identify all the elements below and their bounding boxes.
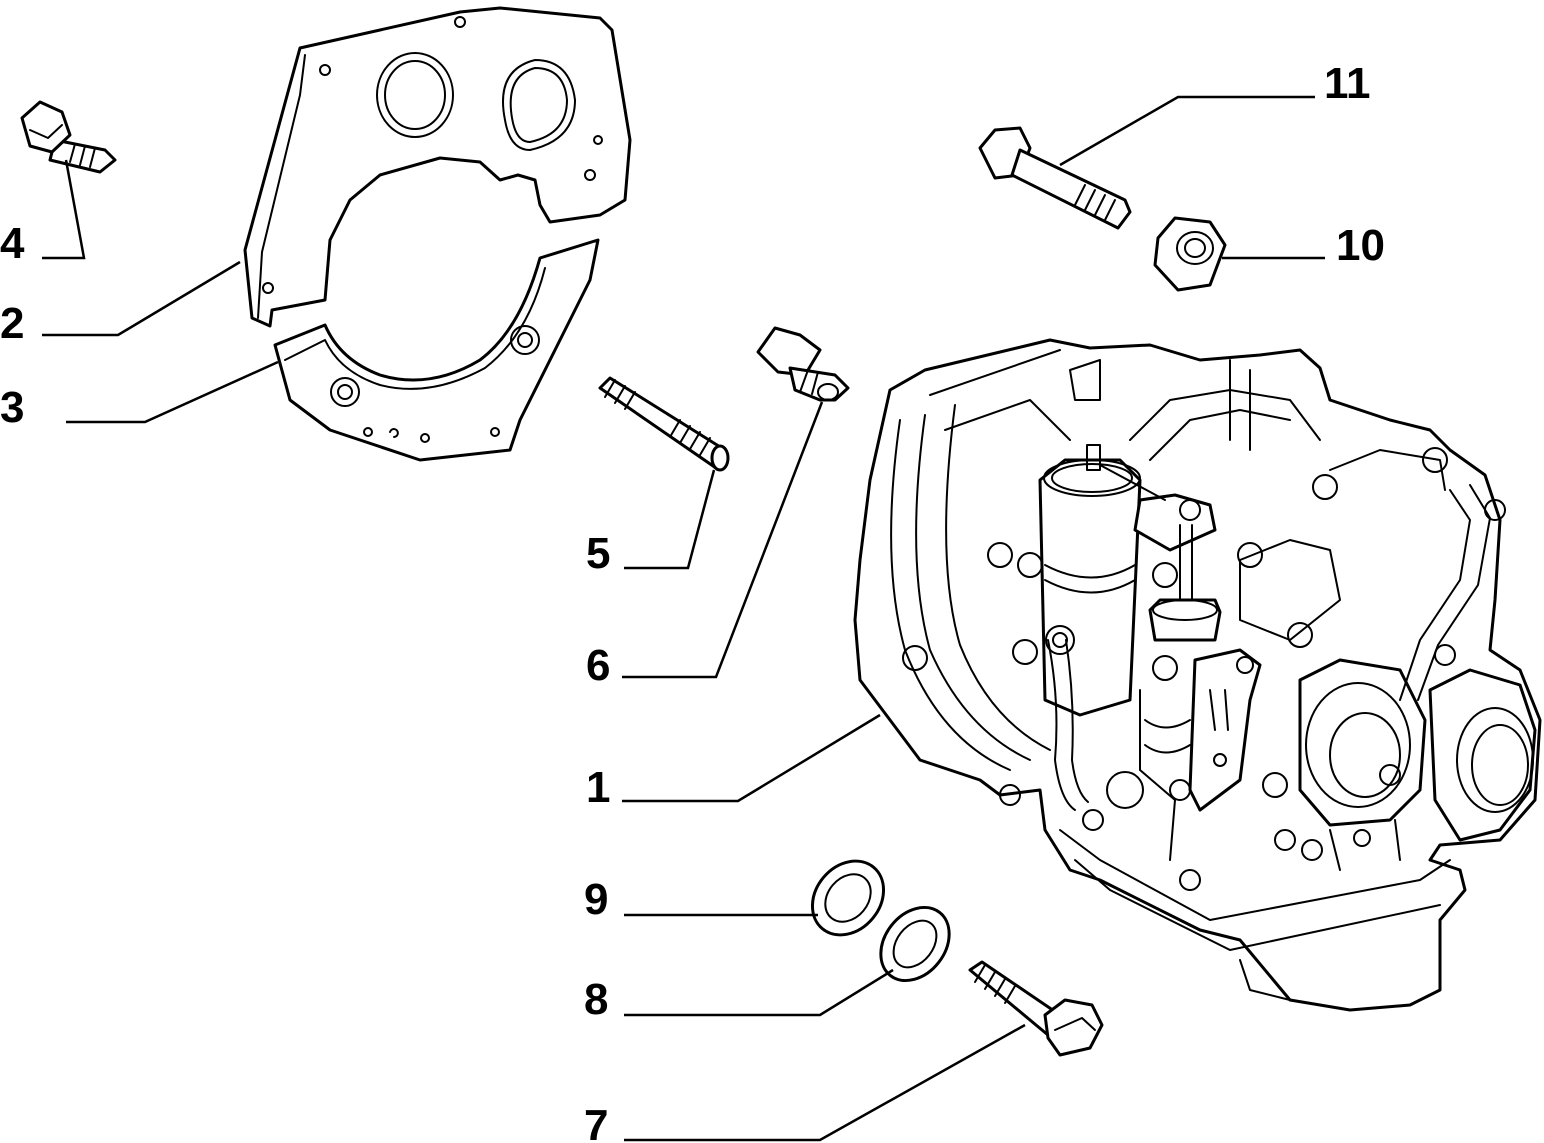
callout-3: 3 — [0, 383, 24, 432]
callout-1: 1 — [586, 763, 610, 812]
callout-2: 2 — [0, 299, 24, 348]
callout-9: 9 — [584, 875, 608, 924]
leader-line-7 — [624, 1023, 1026, 1142]
callout-11: 11 — [1324, 59, 1371, 108]
stud-part-5 — [598, 376, 730, 472]
nut-part-10 — [1153, 216, 1227, 292]
leader-line-1 — [622, 713, 881, 803]
leader-line-11 — [1059, 95, 1315, 167]
gearbox-assembly-part-1 — [853, 338, 1542, 1012]
callout-10: 10 — [1336, 221, 1385, 270]
callout-8: 8 — [584, 975, 608, 1024]
leader-lines — [42, 95, 1325, 1142]
callout-6: 6 — [586, 641, 610, 690]
callout-5: 5 — [586, 529, 610, 578]
long-bolt-part-11 — [978, 126, 1132, 230]
lower-plate-part-3 — [273, 238, 600, 462]
leader-line-3 — [66, 360, 279, 424]
washer-part-8 — [879, 905, 951, 983]
drain-bolt-part-7 — [968, 960, 1104, 1057]
callout-7: 7 — [584, 1101, 608, 1143]
callout-4: 4 — [0, 219, 25, 268]
bolt-part-4 — [20, 100, 117, 174]
callout-labels: 4 2 3 5 6 1 9 8 7 11 10 — [0, 59, 1385, 1143]
washer-part-9 — [810, 859, 886, 937]
leader-line-2 — [42, 260, 241, 337]
cover-plate-part-2 — [243, 6, 632, 328]
leader-line-4 — [42, 159, 86, 260]
leader-line-5 — [624, 469, 716, 570]
leader-line-8 — [624, 968, 894, 1017]
plug-bolt-part-6 — [756, 326, 850, 402]
leader-line-6 — [622, 401, 824, 679]
